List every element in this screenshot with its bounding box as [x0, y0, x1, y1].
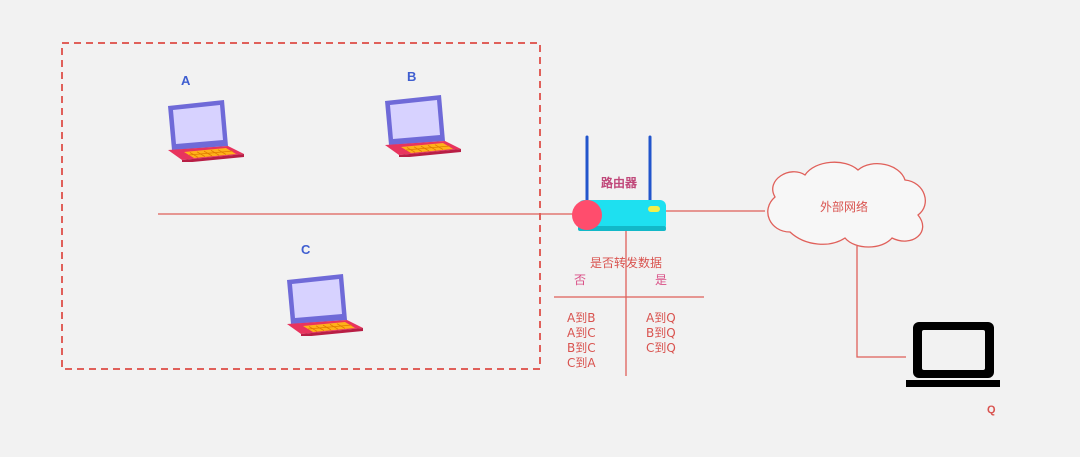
laptop-b-icon	[384, 94, 462, 157]
list-item: C到A	[567, 356, 596, 370]
list-item: A到B	[567, 311, 596, 325]
external-host-q-label: Q	[987, 404, 996, 416]
column-no-header: 否	[574, 273, 587, 287]
host-c-label: C	[301, 242, 311, 257]
cloud-q-link	[856, 246, 906, 358]
cloud-icon	[767, 161, 926, 248]
external-network-label: 外部网络	[820, 200, 869, 214]
laptop-a-icon	[167, 99, 245, 162]
laptop-c-icon	[286, 273, 364, 336]
laptop-q-icon	[906, 322, 1000, 387]
list-item: C到Q	[646, 341, 676, 355]
lan-boundary	[61, 42, 541, 370]
yes-forward-list: A到Q B到Q C到Q	[646, 311, 676, 356]
router-icon	[572, 135, 666, 231]
host-b-label: B	[407, 69, 417, 84]
forwarding-title: 是否转发数据	[590, 256, 663, 270]
host-a-label: A	[181, 73, 191, 88]
list-item: B到Q	[646, 326, 676, 340]
router-label: 路由器	[601, 176, 638, 190]
no-forward-list: A到B A到C B到C C到A	[567, 311, 596, 371]
list-item: B到C	[567, 341, 596, 355]
column-yes-header: 是	[655, 273, 668, 287]
list-item: A到C	[567, 326, 596, 340]
list-item: A到Q	[646, 311, 676, 325]
